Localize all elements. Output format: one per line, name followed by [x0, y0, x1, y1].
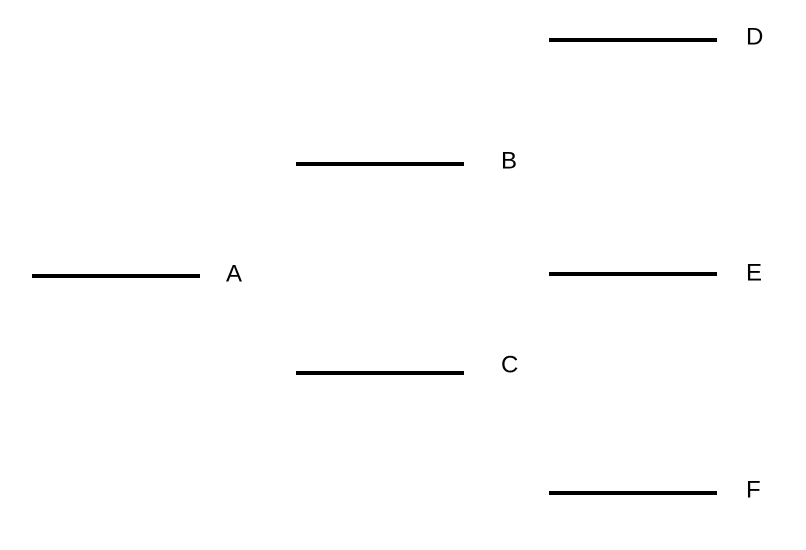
level-c-label: C: [501, 351, 518, 378]
level-d-label: D: [746, 23, 763, 50]
level-b-label: B: [501, 147, 517, 174]
level-f: F: [549, 476, 761, 503]
level-c: C: [296, 351, 518, 378]
level-b: B: [296, 147, 517, 174]
level-a-label: A: [226, 260, 242, 287]
level-a: A: [32, 260, 242, 287]
level-d: D: [549, 23, 763, 50]
level-e-label: E: [746, 259, 762, 286]
level-f-label: F: [746, 476, 761, 503]
level-e: E: [549, 259, 762, 286]
